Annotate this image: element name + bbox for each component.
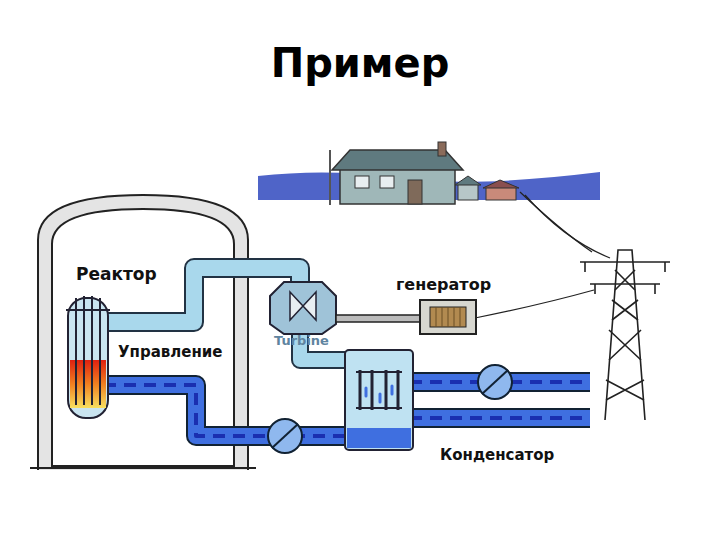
shaft: [336, 315, 422, 322]
part-label: Turbine: [274, 333, 329, 348]
part-label: Конденсатор: [440, 446, 554, 464]
part-label: генератор: [396, 275, 491, 294]
diagram-title: Пример: [271, 40, 450, 86]
power-lines: [475, 192, 610, 318]
generator: [420, 300, 476, 334]
condenser: [345, 350, 413, 450]
houses: [330, 142, 519, 205]
part-label: Реактор: [76, 264, 157, 284]
pylon: [580, 250, 670, 420]
part-label: Управление: [118, 343, 223, 361]
reactor-vessel: [66, 296, 110, 418]
turbine: [270, 282, 336, 334]
